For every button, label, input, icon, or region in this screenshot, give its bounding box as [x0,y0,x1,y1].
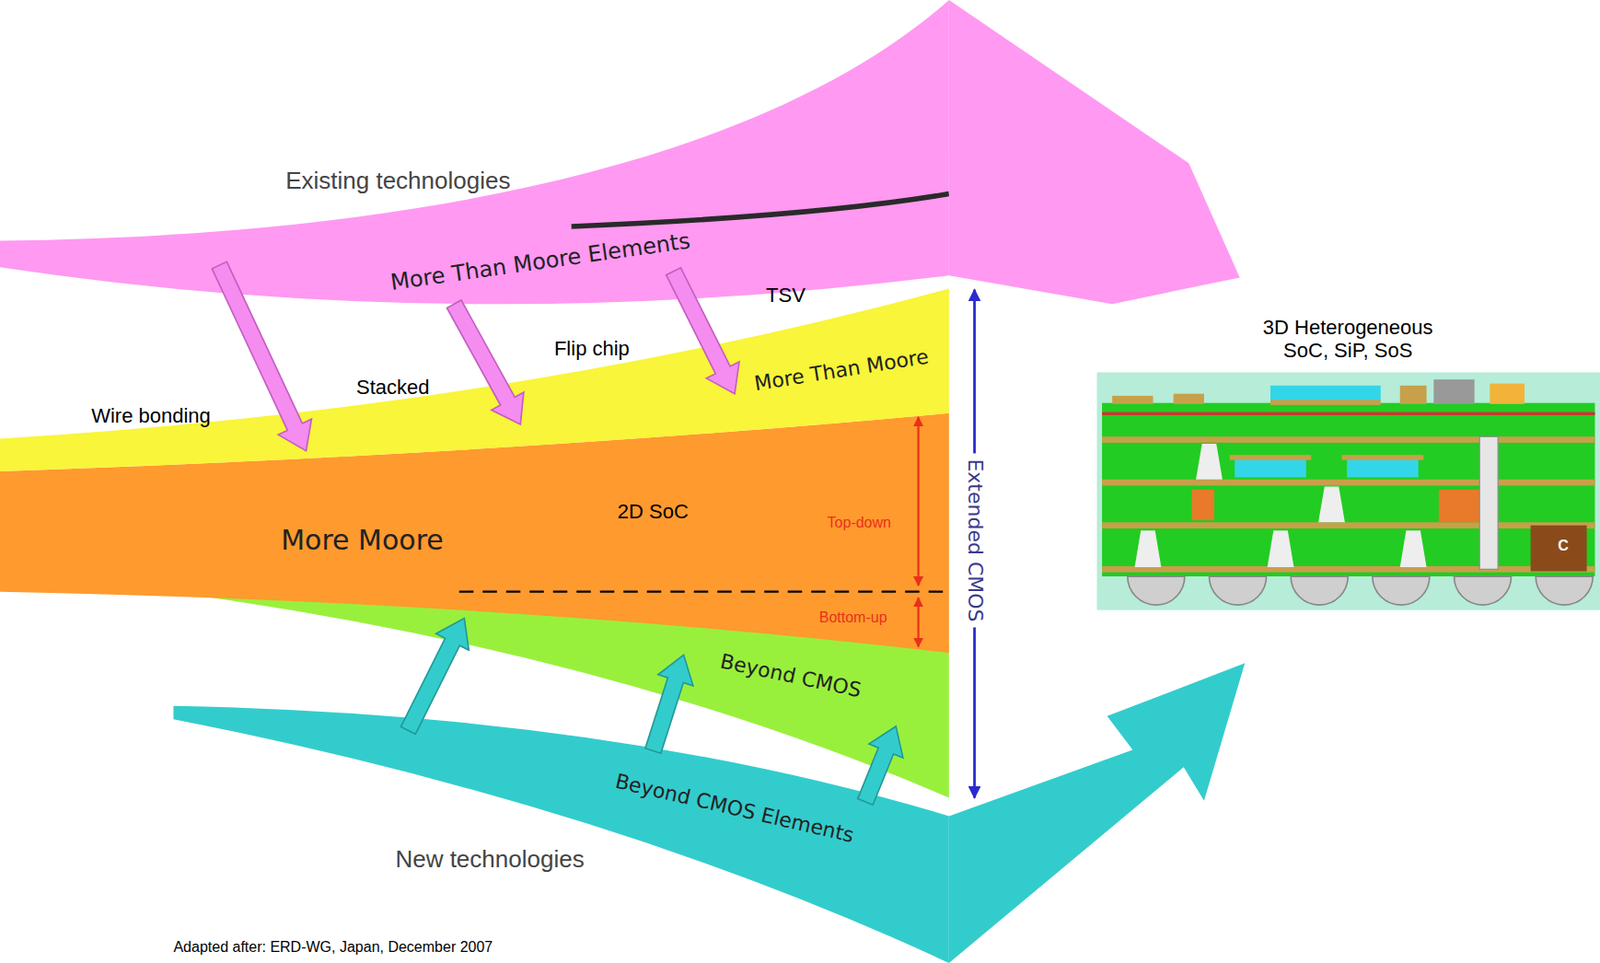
band-text: More Moore [280,524,444,557]
package-cross-section [1097,371,1600,610]
technology-label: Wire bonding [91,405,211,429]
direction-label: Top-down [827,513,892,531]
part-label: C [1557,537,1569,555]
technology-label: TSV [765,284,806,308]
feed-arrow [446,300,523,425]
band-region: 3D Heterogeneous SoC, SiP, SoS [1097,298,1600,613]
technology-label: Stacked [356,376,430,400]
direction-label: Bottom-up [819,608,888,626]
feed-arrow [857,726,904,805]
technology-label: Flip chip [554,336,630,360]
flow-arrow [949,0,1241,304]
band-text: 2D SoC [617,500,689,524]
group-label: Existing technologies [285,167,511,196]
feed-arrow [211,261,312,451]
flow-arrow [949,662,1245,963]
band-text: 3D Heterogeneous SoC, SiP, SoS [1249,315,1448,363]
band-region: More Moore 2D SoC [152,477,786,580]
feed-arrow [400,617,469,734]
range-label: Extended CMOS [962,453,986,628]
feed-arrow [666,267,740,395]
feed-arrow [645,654,694,754]
source-caption: Adapted after: ERD-WG, Japan, December 2… [173,939,493,956]
group-label: New technologies [394,846,584,874]
